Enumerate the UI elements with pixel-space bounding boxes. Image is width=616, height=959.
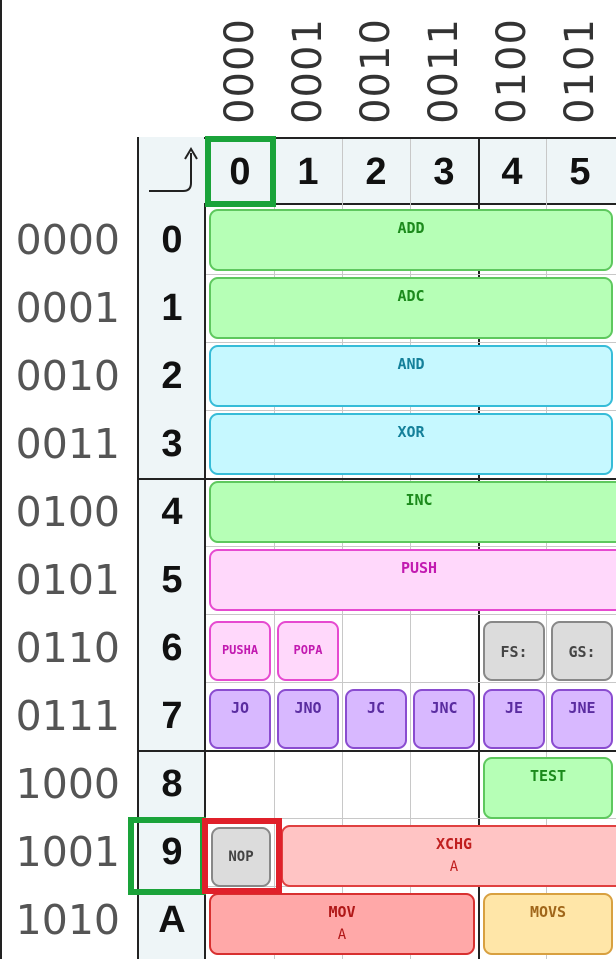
column-binary-label: 0001 xyxy=(285,17,332,124)
opcode-nop[interactable]: NOP xyxy=(211,827,271,887)
column-header-band xyxy=(137,137,616,205)
row-binary-label: 0111 xyxy=(15,692,120,740)
frame-left-border xyxy=(0,0,2,959)
row-hex-header: 0 xyxy=(161,218,183,261)
column-binary-label: 0000 xyxy=(217,17,264,124)
column-binary-label: 0101 xyxy=(557,17,604,124)
row-hex-header: 4 xyxy=(161,490,183,533)
opcode-inc[interactable]: INC xyxy=(209,481,616,543)
row-highlight xyxy=(128,817,206,895)
opcode-jc[interactable]: JC xyxy=(345,689,407,749)
grid-line-major xyxy=(139,478,616,480)
row-binary-label: 0010 xyxy=(15,352,120,400)
opcode-jnc[interactable]: JNC xyxy=(413,689,475,749)
column-hex-header: 4 xyxy=(501,150,523,193)
row-binary-label: 1001 xyxy=(15,828,120,876)
opcode-je[interactable]: JE xyxy=(483,689,545,749)
opcode-pusha[interactable]: PUSHA xyxy=(209,621,271,681)
opcode-jno[interactable]: JNO xyxy=(277,689,339,749)
row-hex-header: 1 xyxy=(161,286,183,329)
grid-line xyxy=(206,614,616,615)
row-binary-label: 0001 xyxy=(15,284,120,332)
row-binary-label: 0000 xyxy=(15,216,120,264)
opcode-gs-prefix[interactable]: GS: xyxy=(551,621,613,681)
row-hex-header: 7 xyxy=(161,694,183,737)
grid-line xyxy=(206,274,616,275)
opcode-fs-prefix[interactable]: FS: xyxy=(483,621,545,681)
opcode-test[interactable]: TEST xyxy=(483,757,613,819)
row-binary-label: 0101 xyxy=(15,556,120,604)
opcode-add[interactable]: ADD xyxy=(209,209,613,271)
opcode-xor[interactable]: XOR xyxy=(209,413,613,475)
opcode-push[interactable]: PUSH xyxy=(209,549,616,611)
opcode-adc[interactable]: ADC xyxy=(209,277,613,339)
row-binary-label: 0011 xyxy=(15,420,120,468)
opcode-popa[interactable]: POPA xyxy=(277,621,339,681)
column-binary-label: 0100 xyxy=(489,17,536,124)
grid-line xyxy=(206,342,616,343)
row-binary-label: 1000 xyxy=(15,760,120,808)
row-binary-label: 1010 xyxy=(15,896,120,944)
row-hex-header: 6 xyxy=(161,626,183,669)
column-highlight xyxy=(205,136,276,207)
row-hex-header: 9 xyxy=(161,830,183,873)
row-hex-header: 8 xyxy=(161,762,183,805)
row-binary-label: 0100 xyxy=(15,488,120,536)
column-hex-header: 1 xyxy=(297,150,319,193)
column-hex-header: 2 xyxy=(365,150,387,193)
row-hex-header: 3 xyxy=(161,422,183,465)
cell-highlight xyxy=(202,818,282,894)
table-corner xyxy=(139,139,205,203)
grid-line xyxy=(206,682,616,683)
row-binary-label: 0110 xyxy=(15,624,120,672)
opcode-jne[interactable]: JNE xyxy=(551,689,613,749)
grid-line-major xyxy=(139,750,616,752)
row-hex-header: 5 xyxy=(161,558,183,601)
column-hex-header: 0 xyxy=(229,150,251,193)
opcode-movs[interactable]: MOVS xyxy=(483,893,613,955)
grid-line xyxy=(206,410,616,411)
corner-arrow-icon xyxy=(149,147,198,192)
row-hex-header: 2 xyxy=(161,354,183,397)
grid-line xyxy=(206,546,616,547)
opcode-and[interactable]: AND xyxy=(209,345,613,407)
column-binary-label: 0011 xyxy=(421,17,468,124)
grid-line xyxy=(206,818,616,819)
opcode-jo[interactable]: JO xyxy=(209,689,271,749)
column-binary-label: 0010 xyxy=(353,17,400,124)
column-hex-header: 3 xyxy=(433,150,455,193)
column-hex-header: 5 xyxy=(569,150,591,193)
row-hex-header: A xyxy=(158,898,186,941)
